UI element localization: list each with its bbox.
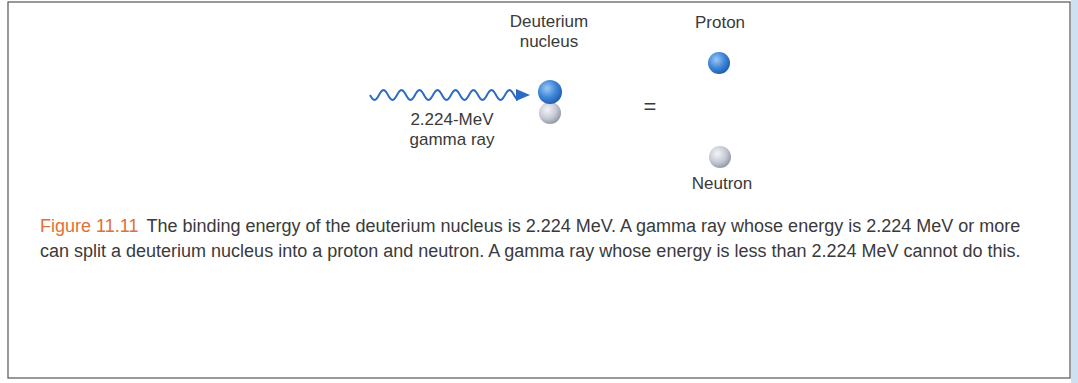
equals-sign: = xyxy=(635,97,665,117)
caption: The binding energy of the deuterium nucl… xyxy=(40,216,1021,261)
proton-sphere xyxy=(538,80,562,104)
frame xyxy=(8,2,1070,378)
part-label: Neutron xyxy=(677,174,767,194)
caption-block: Figure 11.11The binding energy of the de… xyxy=(40,214,1040,264)
part-label: Proton xyxy=(675,13,765,33)
proton-sphere xyxy=(708,52,730,74)
neutron-sphere xyxy=(709,146,731,168)
edge-strip xyxy=(1071,0,1078,383)
part-label: Deuterium nucleus xyxy=(499,12,599,52)
gamma-ray-wave xyxy=(370,90,518,100)
figure-number: Figure 11.11 xyxy=(40,216,138,236)
gamma-arrowhead xyxy=(516,89,530,101)
neutron-sphere xyxy=(539,102,561,124)
part-label: 2.224-MeV gamma ray xyxy=(397,110,507,150)
